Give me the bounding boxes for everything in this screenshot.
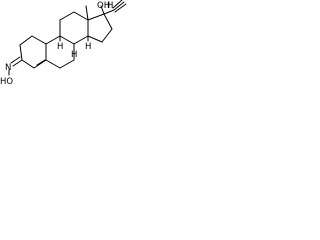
bond bbox=[31, 35, 47, 45]
bond bbox=[45, 59, 61, 69]
oxime-hydroxyl-label: HO bbox=[0, 77, 13, 87]
bond bbox=[87, 35, 103, 43]
hydroxyl-bond bbox=[100, 5, 105, 15]
bond bbox=[21, 59, 35, 69]
bond bbox=[103, 13, 113, 30]
hydroxyl-oxygen-label: OH bbox=[97, 1, 110, 11]
ring-d bbox=[87, 13, 113, 43]
triple-bond bbox=[113, 1, 125, 11]
bond bbox=[87, 13, 105, 21]
double-bond bbox=[10, 56, 21, 64]
bond bbox=[59, 59, 75, 69]
double-bond bbox=[12, 59, 23, 67]
molecule-drawing: OH H HO N H H H bbox=[0, 0, 127, 87]
bond bbox=[101, 28, 113, 43]
bond bbox=[73, 11, 89, 21]
structure-diagram: OH H HO N H H H bbox=[0, 0, 174, 97]
methyl-bond bbox=[85, 5, 89, 21]
bond bbox=[73, 35, 89, 45]
bond bbox=[59, 35, 75, 45]
ethynyl-group bbox=[103, 0, 127, 15]
hydroxyl-hydrogen-label: H bbox=[107, 1, 113, 11]
bond bbox=[103, 9, 115, 15]
triple-bond bbox=[114, 3, 127, 13]
double-bond bbox=[36, 59, 46, 66]
stereo-h-9-label: H bbox=[57, 42, 63, 52]
oxime-nitrogen-label: N bbox=[5, 63, 11, 73]
stereo-h-14-label: H bbox=[85, 42, 91, 52]
triple-bond bbox=[112, 0, 123, 9]
stereo-h-8-label: H bbox=[71, 50, 77, 60]
bond bbox=[19, 44, 23, 61]
bond bbox=[59, 11, 75, 21]
bond bbox=[33, 59, 47, 69]
bond bbox=[45, 35, 61, 45]
ring-c bbox=[59, 11, 89, 45]
oxime-group bbox=[8, 56, 23, 76]
ring-a bbox=[19, 35, 47, 69]
bond bbox=[19, 35, 33, 46]
